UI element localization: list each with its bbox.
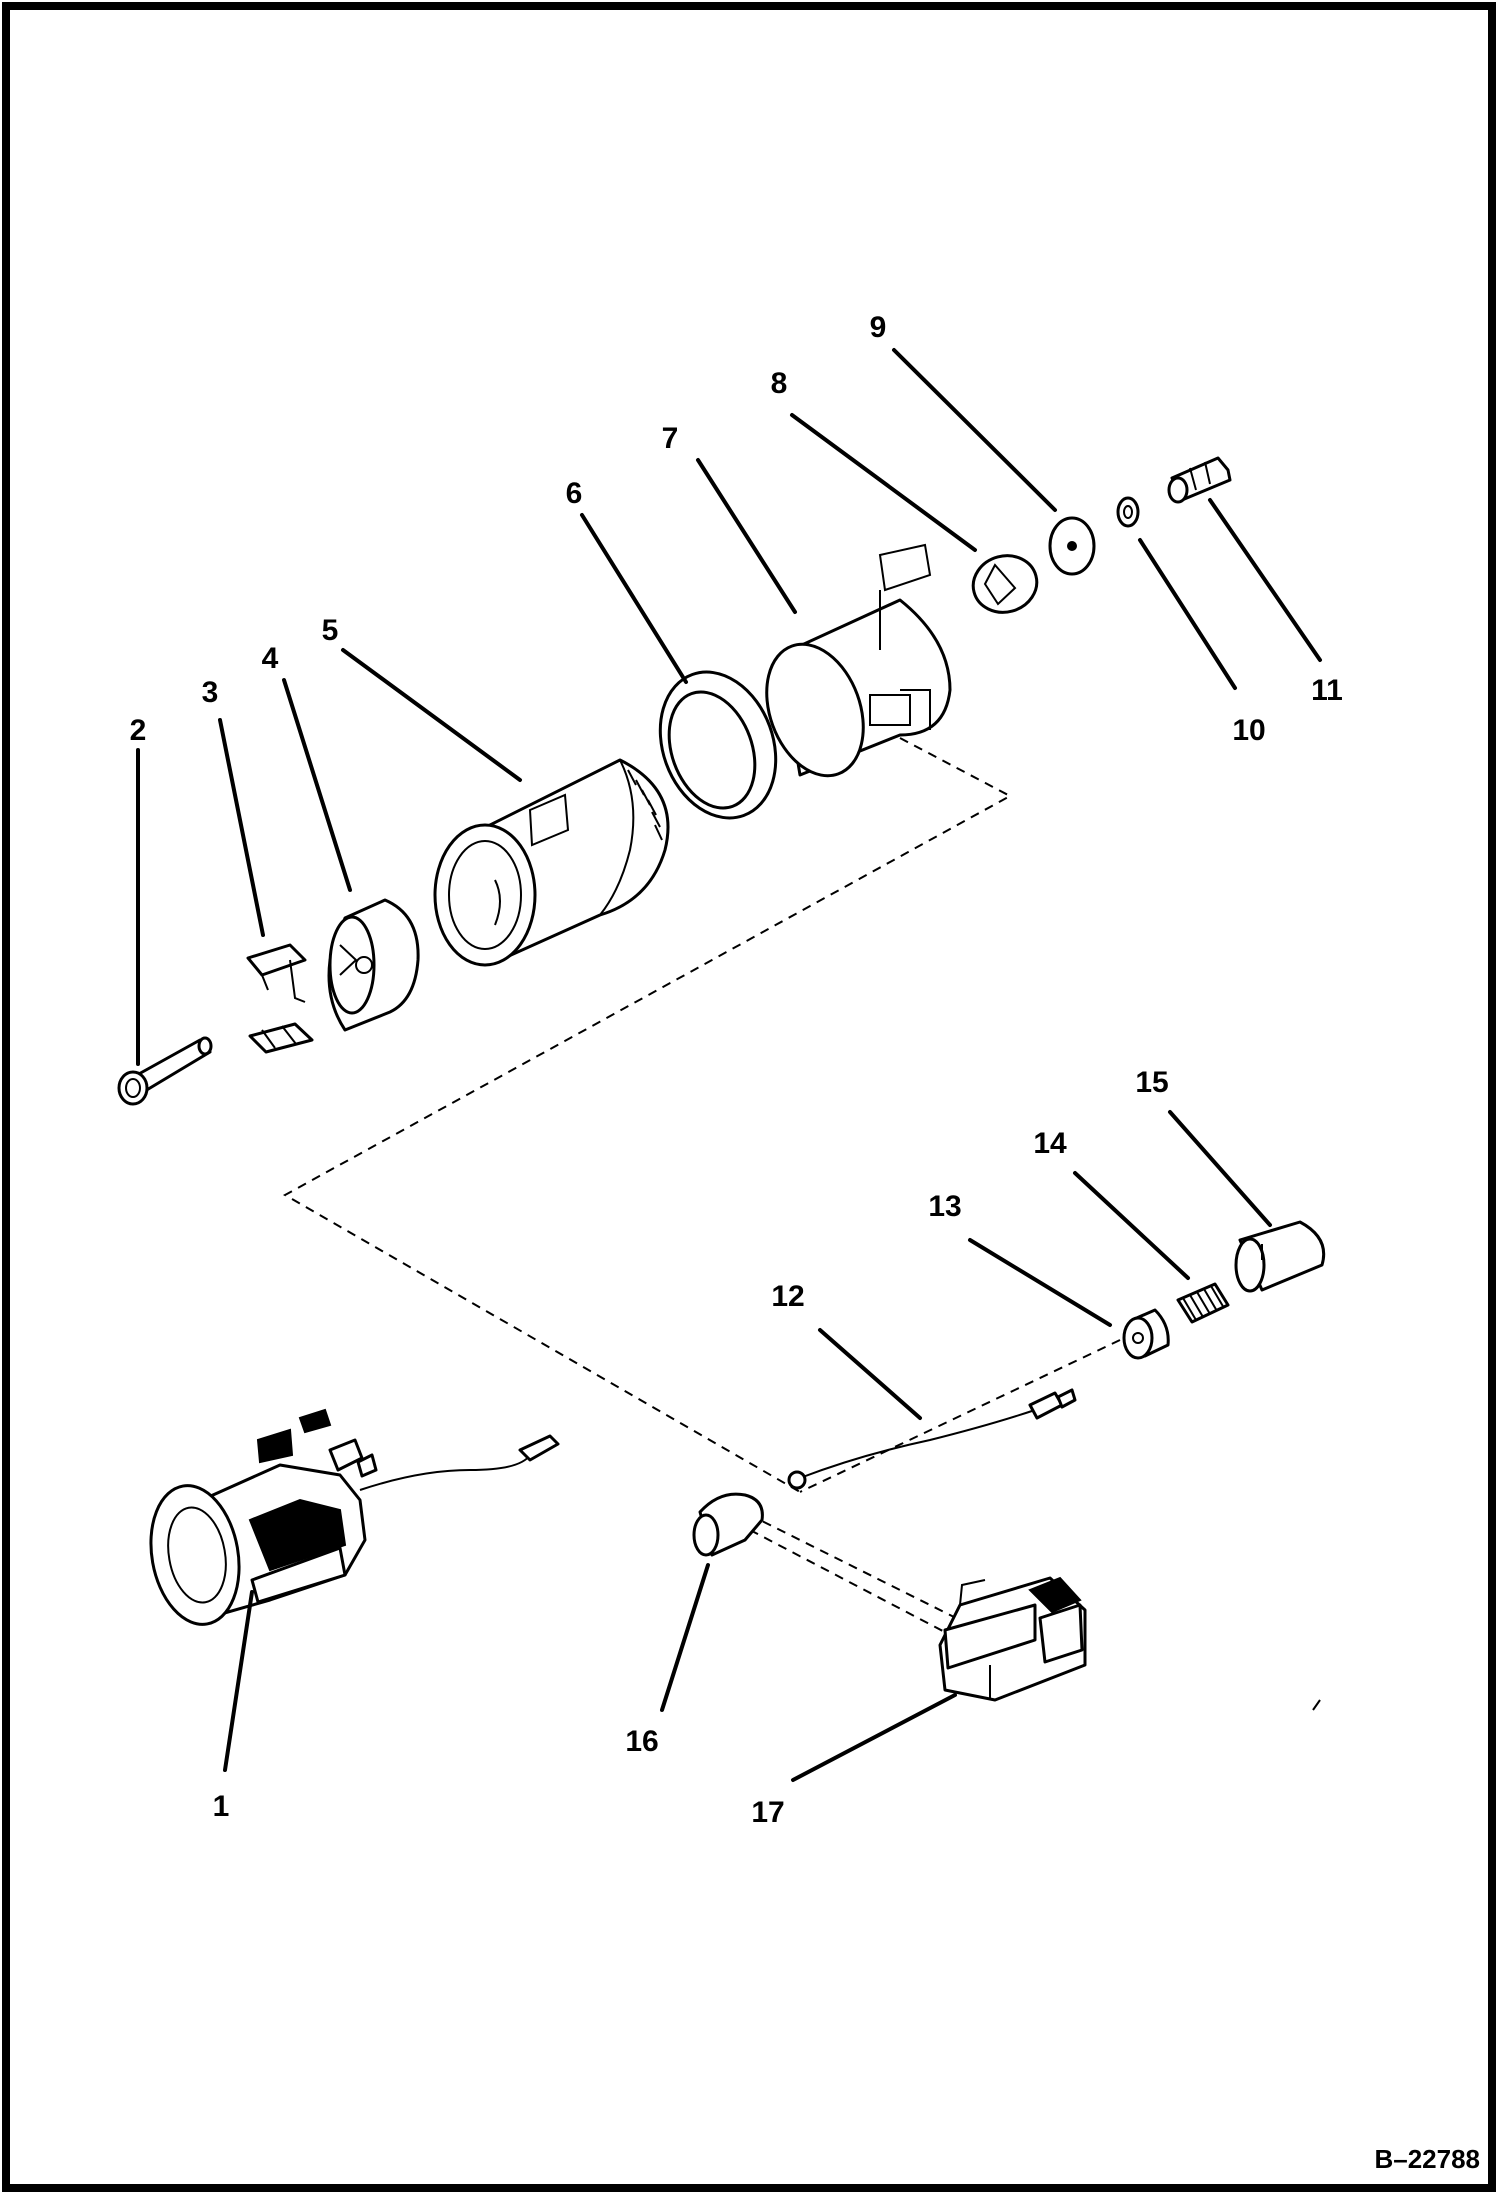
callout-7: 7: [662, 422, 679, 455]
part-10-washer: [1116, 496, 1140, 528]
stray-mark: [1312, 1699, 1321, 1711]
callout-2: 2: [130, 714, 147, 747]
callout-14: 14: [1033, 1127, 1067, 1160]
part-13-bushing: [1122, 1308, 1170, 1360]
callout-16: 16: [625, 1725, 658, 1758]
callout-11: 11: [1311, 674, 1343, 707]
callout-5: 5: [322, 614, 339, 647]
part-5-socket-housing: [433, 758, 670, 967]
callout-9: 9: [870, 311, 887, 344]
leader-lines: [136, 348, 1322, 1782]
part-12-wire: [787, 1388, 1077, 1490]
part-2-pin: [117, 1036, 213, 1106]
part-1-socket-assembly: [149, 1408, 560, 1626]
callout-13: 13: [928, 1190, 961, 1223]
part-9-washer: [1048, 516, 1096, 576]
callout-17: 17: [751, 1796, 784, 1829]
callout-4: 4: [262, 642, 279, 675]
part-16-bulb: [692, 1492, 764, 1557]
part-7-sleeve: [765, 543, 952, 778]
assembly-dashed-lines: [282, 737, 1121, 1641]
part-3-clips: [246, 943, 314, 1054]
callout-12: 12: [771, 1280, 804, 1313]
callout-3: 3: [202, 676, 219, 709]
callout-10: 10: [1232, 714, 1265, 747]
part-4-cap: [327, 898, 420, 1032]
part-15-cap: [1234, 1220, 1326, 1293]
part-8-washer: [971, 554, 1039, 614]
callout-labels: 1 2 3 4 5 6 7 8 9 10 11 12 13 14 15 16 1…: [130, 311, 1343, 1829]
part-17-connector: [938, 1576, 1087, 1702]
document-number: B–22788: [1374, 2144, 1480, 2174]
part-14-spring: [1176, 1282, 1230, 1324]
part-11-nut: [1167, 456, 1232, 504]
part-6-ring: [658, 670, 778, 820]
callout-1: 1: [213, 1790, 230, 1823]
callout-8: 8: [771, 367, 788, 400]
callout-6: 6: [566, 477, 583, 510]
callout-15: 15: [1135, 1066, 1168, 1099]
